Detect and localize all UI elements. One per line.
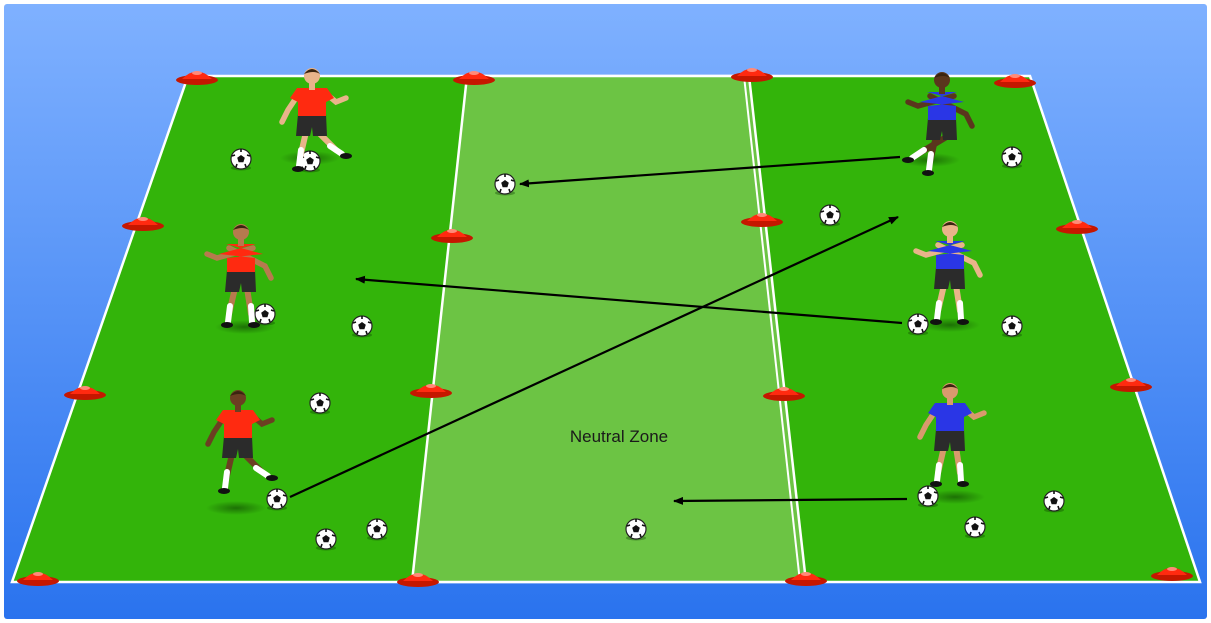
pass-arrow: [355, 275, 903, 325]
cone-marker: [453, 71, 495, 85]
cone-marker: [176, 71, 218, 85]
player: [204, 224, 274, 328]
player: [902, 72, 975, 176]
player: [913, 221, 983, 325]
soccer-ball: [907, 313, 929, 336]
pass-arrow: [289, 216, 899, 498]
pass-arrow: [673, 496, 908, 505]
player: [205, 390, 278, 494]
cone-marker: [1110, 378, 1152, 392]
neutral-zone-label: Neutral Zone: [570, 427, 668, 446]
balls: [230, 146, 1065, 551]
soccer-ball: [230, 148, 252, 171]
soccer-ball: [309, 392, 331, 415]
soccer-ball: [494, 173, 516, 196]
soccer-ball: [254, 303, 276, 326]
cone-marker: [785, 572, 827, 586]
soccer-ball: [625, 518, 647, 541]
soccer-ball: [299, 150, 321, 173]
cone-marker: [17, 572, 59, 586]
pass-arrow: [519, 155, 901, 188]
cone-marker: [741, 213, 783, 227]
neutral-zone: [410, 74, 808, 584]
zone-line: [743, 75, 801, 583]
cone-marker: [731, 68, 773, 82]
soccer-ball: [1043, 490, 1065, 513]
soccer-ball: [917, 485, 939, 508]
soccer-ball: [366, 518, 388, 541]
soccer-ball: [819, 204, 841, 227]
cone-marker: [64, 386, 106, 400]
cone-marker: [763, 387, 805, 401]
cone-marker: [397, 573, 439, 587]
cone-marker: [431, 229, 473, 243]
cone-marker: [1056, 220, 1098, 234]
pitch: Neutral Zone: [10, 74, 1202, 584]
cone-marker: [1151, 567, 1193, 581]
soccer-ball: [1001, 146, 1023, 169]
soccer-ball: [266, 488, 288, 511]
soccer-ball: [1001, 315, 1023, 338]
player: [917, 383, 987, 487]
players: [204, 68, 987, 494]
cone-marker: [994, 74, 1036, 88]
cone-marker: [410, 384, 452, 398]
pass-arrows: [289, 155, 908, 505]
cone-marker: [122, 217, 164, 231]
soccer-ball: [351, 315, 373, 338]
player: [279, 68, 352, 172]
soccer-ball: [315, 528, 337, 551]
player-shadow: [925, 490, 985, 504]
cones: [17, 68, 1193, 587]
soccer-ball: [964, 516, 986, 539]
player-shadow: [920, 318, 980, 332]
player-shadow: [206, 501, 266, 515]
